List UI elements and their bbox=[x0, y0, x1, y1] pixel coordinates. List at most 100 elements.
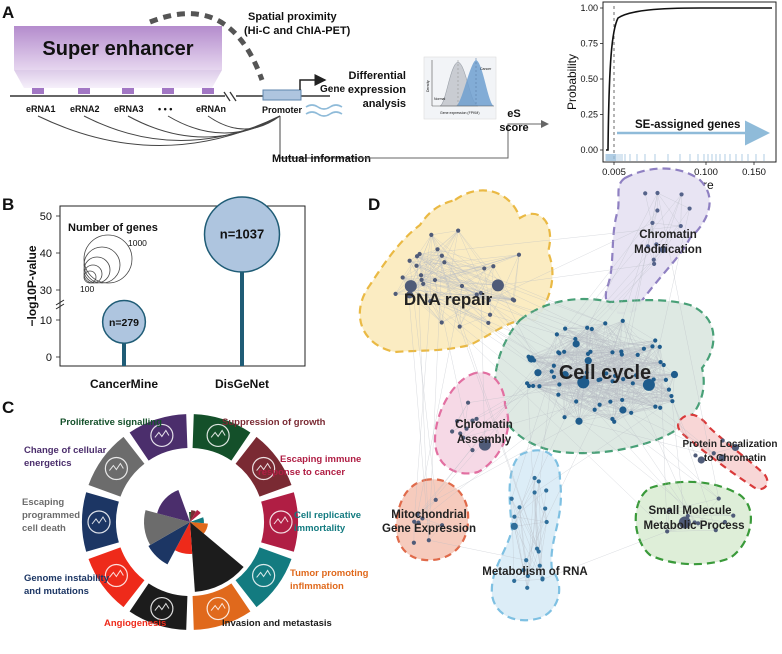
network-edge bbox=[564, 323, 606, 352]
network-node bbox=[619, 349, 624, 354]
network-edge bbox=[434, 280, 467, 429]
network-edge bbox=[514, 516, 547, 523]
network-node bbox=[418, 273, 424, 278]
es-label-1: eS bbox=[507, 108, 520, 120]
network-edge bbox=[534, 477, 538, 549]
network-edge bbox=[534, 407, 661, 493]
network-node bbox=[442, 260, 447, 265]
network-edge bbox=[402, 277, 668, 532]
network-node bbox=[562, 415, 567, 420]
hallmark-label-immortality-1: Cell replicative bbox=[294, 510, 361, 521]
network-edge bbox=[410, 234, 432, 287]
network-node bbox=[512, 514, 517, 519]
network-edge bbox=[652, 210, 658, 223]
network-edge bbox=[622, 320, 661, 408]
network-edge bbox=[650, 208, 690, 383]
network-edge bbox=[409, 230, 459, 295]
network-edge bbox=[556, 334, 622, 352]
network-edge bbox=[564, 348, 644, 353]
network-edge bbox=[605, 323, 623, 355]
rose-petal bbox=[190, 522, 244, 592]
cluster-chromatin-assembly bbox=[433, 371, 510, 475]
network-edge bbox=[553, 353, 589, 366]
chart-ytick-label: 0.75 bbox=[580, 39, 598, 49]
network-edge bbox=[623, 378, 714, 454]
network-node bbox=[557, 382, 562, 387]
network-edge bbox=[656, 225, 681, 245]
network-node bbox=[652, 261, 657, 267]
network-edge bbox=[622, 399, 673, 402]
panel-b-ytick-label: 10 bbox=[40, 315, 52, 327]
mini-density-plot: Normal Cancer Gene expression (FPKM) Den… bbox=[423, 56, 497, 120]
cluster-label-protein-loc-2: to Chromatin bbox=[704, 453, 766, 464]
network-edge bbox=[417, 285, 463, 515]
network-node bbox=[554, 332, 559, 337]
network-node bbox=[512, 298, 517, 303]
network-node bbox=[659, 245, 667, 254]
network-node bbox=[491, 264, 496, 269]
network-edge bbox=[622, 320, 652, 383]
network-edge bbox=[513, 254, 520, 301]
network-edge bbox=[527, 477, 535, 577]
hallmark-glyph-icon bbox=[269, 510, 293, 534]
y-ticks: 0.000.250.500.751.00 bbox=[580, 3, 603, 155]
network-edge bbox=[578, 421, 723, 459]
hallmark-label-proliferative: Proliferative signalling bbox=[60, 417, 162, 428]
cluster-label-chromatin-mod-1: Chromatin bbox=[639, 229, 697, 241]
network-edge bbox=[657, 192, 690, 209]
hallmark-glyph-icon bbox=[150, 596, 174, 621]
network-edge bbox=[484, 254, 520, 269]
network-edge bbox=[414, 210, 658, 522]
network-edge bbox=[669, 498, 719, 511]
network-edge bbox=[511, 498, 538, 549]
network-node bbox=[584, 357, 592, 365]
network-node bbox=[592, 407, 597, 412]
network-edge bbox=[527, 379, 654, 384]
network-node bbox=[693, 453, 698, 458]
network-node bbox=[537, 563, 542, 568]
network-node bbox=[416, 520, 421, 525]
network-edge bbox=[551, 343, 577, 372]
network-node bbox=[722, 519, 728, 525]
network-edge bbox=[459, 268, 485, 327]
network-node bbox=[415, 512, 420, 517]
network-node bbox=[663, 377, 669, 382]
network-node bbox=[400, 275, 405, 280]
network-edge bbox=[409, 294, 442, 323]
network-edge bbox=[410, 285, 442, 323]
panel-d: D DNA repair Chromatin Modification Cell… bbox=[358, 167, 778, 622]
rose-petal bbox=[144, 510, 190, 545]
network-edge bbox=[497, 285, 565, 418]
network-node bbox=[697, 456, 705, 464]
hallmark-glyph-icon bbox=[104, 563, 128, 588]
network-edge bbox=[409, 260, 442, 323]
network-node bbox=[679, 192, 684, 197]
network-edge bbox=[653, 346, 661, 380]
network-edge bbox=[431, 234, 539, 552]
hallmark-label-suppression: Suppression of growth bbox=[222, 417, 326, 428]
hallmark-glyph-icon bbox=[252, 563, 276, 588]
network-node bbox=[633, 373, 639, 378]
network-node bbox=[582, 375, 587, 380]
mutual-information-arcs bbox=[37, 115, 281, 146]
network-edge bbox=[514, 490, 547, 517]
mini-xlabel: Gene expression (FPKM) bbox=[440, 111, 480, 115]
network-edge bbox=[519, 507, 528, 588]
network-node bbox=[464, 426, 469, 431]
tss-arrow bbox=[299, 74, 327, 90]
network-edge bbox=[526, 383, 538, 549]
network-node bbox=[486, 320, 491, 326]
network-node bbox=[563, 326, 568, 331]
network-edge bbox=[527, 361, 661, 384]
network-node bbox=[716, 496, 721, 501]
network-edge bbox=[612, 400, 673, 420]
network-node bbox=[470, 448, 475, 453]
network-edge bbox=[519, 507, 529, 577]
network-node bbox=[655, 208, 660, 213]
network-edge bbox=[657, 192, 681, 227]
network-edge bbox=[514, 575, 528, 582]
network-edge bbox=[559, 384, 624, 411]
network-edge bbox=[669, 510, 734, 516]
